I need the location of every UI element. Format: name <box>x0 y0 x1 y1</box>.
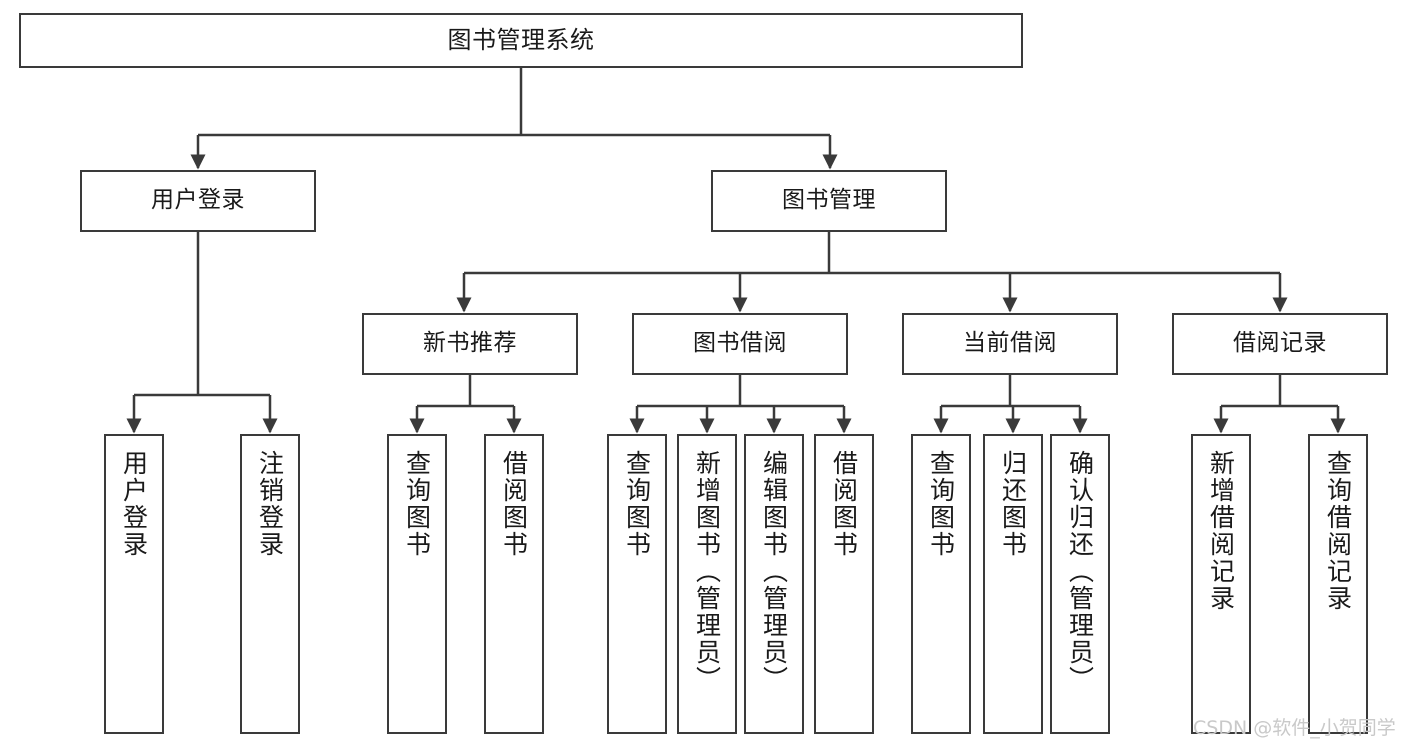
leaf-logout-label: 注销登录 <box>255 450 285 558</box>
node-book-manage-label: 图书管理 <box>782 187 876 214</box>
node-book-borrow-label: 图书借阅 <box>693 330 787 357</box>
leaf-edit-book[interactable]: 编辑图书（管理员） <box>744 434 804 734</box>
leaf-borrow-book-2[interactable]: 借阅图书 <box>814 434 874 734</box>
leaf-query-book-3-label: 查询图书 <box>926 450 956 558</box>
node-current-borrow-label: 当前借阅 <box>963 330 1057 357</box>
leaf-borrow-book-1[interactable]: 借阅图书 <box>484 434 544 734</box>
node-new-book-recommend[interactable]: 新书推荐 <box>362 313 578 375</box>
leaf-logout[interactable]: 注销登录 <box>240 434 300 734</box>
leaf-query-record[interactable]: 查询借阅记录 <box>1308 434 1368 734</box>
node-root[interactable]: 图书管理系统 <box>19 13 1023 68</box>
node-borrow-record-label: 借阅记录 <box>1233 330 1327 357</box>
leaf-query-book-2-label: 查询图书 <box>622 450 652 558</box>
node-book-manage[interactable]: 图书管理 <box>711 170 947 232</box>
leaf-add-record[interactable]: 新增借阅记录 <box>1191 434 1251 734</box>
leaf-user-login-label: 用户登录 <box>119 450 149 558</box>
node-root-label: 图书管理系统 <box>447 26 595 55</box>
leaf-borrow-book-2-label: 借阅图书 <box>829 450 859 558</box>
leaf-add-book-label: 新增图书（管理员） <box>692 450 722 693</box>
leaf-query-record-label: 查询借阅记录 <box>1323 450 1353 612</box>
node-borrow-record[interactable]: 借阅记录 <box>1172 313 1388 375</box>
leaf-add-book[interactable]: 新增图书（管理员） <box>677 434 737 734</box>
leaf-return-book-label: 归还图书 <box>998 450 1028 558</box>
csdn-watermark: CSDN @软件_小贺同学 <box>1193 717 1396 739</box>
leaf-add-record-label: 新增借阅记录 <box>1206 450 1236 612</box>
leaf-confirm-return-label: 确认归还（管理员） <box>1065 450 1095 693</box>
leaf-user-login[interactable]: 用户登录 <box>104 434 164 734</box>
leaf-edit-book-label: 编辑图书（管理员） <box>759 450 789 693</box>
leaf-borrow-book-1-label: 借阅图书 <box>499 450 529 558</box>
node-user-login-label: 用户登录 <box>151 187 245 214</box>
leaf-query-book-1[interactable]: 查询图书 <box>387 434 447 734</box>
leaf-return-book[interactable]: 归还图书 <box>983 434 1043 734</box>
leaf-query-book-1-label: 查询图书 <box>402 450 432 558</box>
leaf-confirm-return[interactable]: 确认归还（管理员） <box>1050 434 1110 734</box>
node-current-borrow[interactable]: 当前借阅 <box>902 313 1118 375</box>
node-user-login[interactable]: 用户登录 <box>80 170 316 232</box>
node-book-borrow[interactable]: 图书借阅 <box>632 313 848 375</box>
node-new-book-recommend-label: 新书推荐 <box>423 330 517 357</box>
leaf-query-book-2[interactable]: 查询图书 <box>607 434 667 734</box>
leaf-query-book-3[interactable]: 查询图书 <box>911 434 971 734</box>
